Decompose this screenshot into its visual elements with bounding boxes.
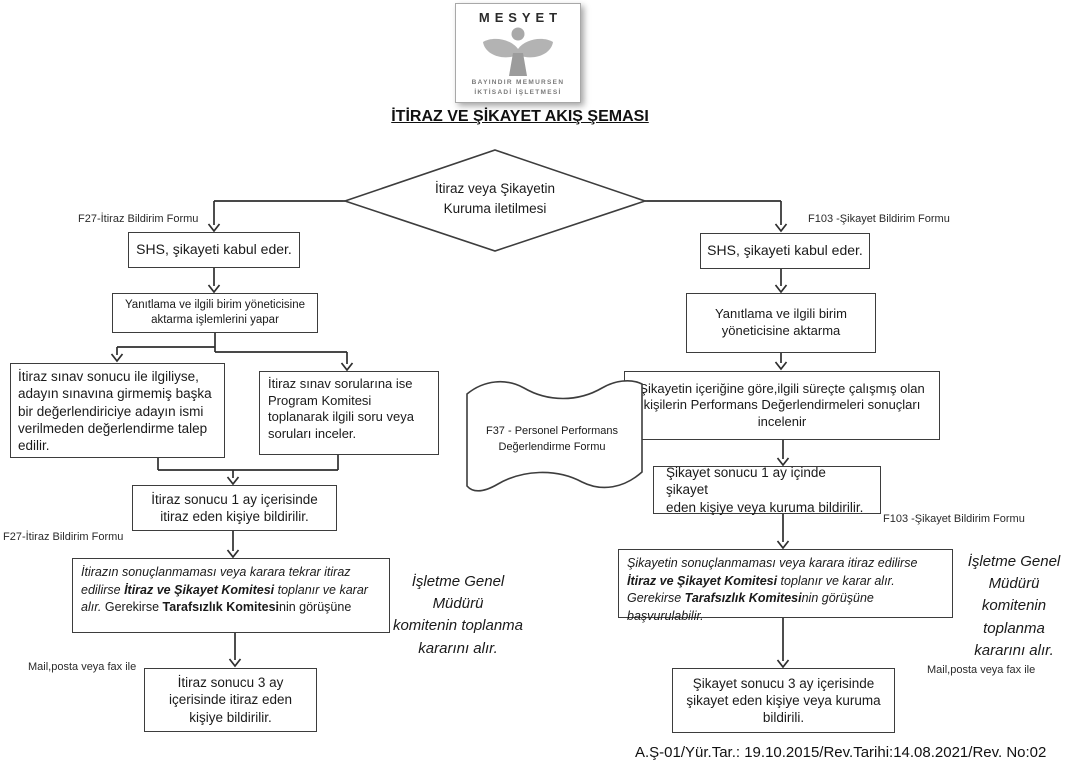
sikayet-accept-box: SHS, şikayeti kabul eder. — [700, 233, 870, 269]
text-line: Müdürü — [988, 575, 1040, 593]
text-line: F37 - Personel Performans — [485, 425, 619, 437]
text-line: incelenir — [757, 413, 807, 429]
text-line: aktarma işlemlerini yapar — [151, 314, 279, 326]
text-line: toplanarak ilgili soru veya — [268, 409, 414, 425]
text-line: BAYINDIR MEMURSEN — [471, 79, 565, 86]
text-line: Şikayetin içeriğine göre,ilgili süreçte … — [639, 380, 925, 396]
text-line: toplanma — [983, 619, 1045, 637]
arrowhead-icons — [110, 223, 790, 669]
text-line: İtiraz sınav sonucu ile ilgiliyse, — [18, 369, 199, 384]
mail-label-right: Mail,posta veya fax ile — [927, 664, 1036, 676]
text-line: kararını alır. — [974, 641, 1054, 659]
text-line: Kuruma iletilmesi — [443, 201, 547, 217]
text-line: şikayet eden kişiye veya kuruma — [686, 692, 881, 708]
text-part: toplanır ve karar alır. Gerekirse — [627, 573, 895, 606]
text-line: içerisinde itiraz eden — [168, 692, 293, 708]
logo-brand-text: MESYET — [478, 10, 563, 25]
text-line: bir değerlendiriciye adayın ismi — [18, 403, 204, 419]
text-line: İtiraz veya Şikayetin — [434, 181, 556, 196]
itiraz-exam-questions-box: İtiraz sınav sorularına ise Program Komi… — [259, 371, 439, 455]
text-line: İtiraz sonucu 3 ay — [177, 675, 284, 691]
text-part: Tarafsızlık Komitesi — [684, 591, 802, 605]
document-flag-shape — [466, 379, 643, 492]
text-line: İtiraz sınav sorularına ise — [268, 376, 413, 391]
text-line: Yanıtlama ve ilgili birim yöneticisine — [124, 299, 306, 312]
itiraz-accept-box: SHS, şikayeti kabul eder. — [128, 232, 300, 268]
text-line: itiraz eden kişiye bildirilir. — [160, 509, 309, 524]
mesyet-logo: MESYET BAYINDIR MEMURSEN İKTİSADİ İŞLETM… — [455, 3, 581, 103]
text-part: nin görüşüne — [279, 600, 352, 614]
logo-subtitle: BAYINDIR MEMURSEN İKTİSADİ İŞLETMESİ — [472, 78, 565, 99]
text-line: İşletme Genel — [411, 573, 505, 590]
text-part: İtirazın sonuçlanmaması veya karara tekr… — [81, 565, 351, 597]
text-line: Yanıtlama ve ilgili birim — [715, 306, 847, 322]
text-part: Gerekirse — [104, 600, 163, 614]
itiraz-committee-box: İtirazın sonuçlanmaması veya karara tekr… — [72, 558, 390, 633]
box-text: SHS, şikayeti kabul eder. — [707, 242, 863, 259]
sikayet-1month-box: Şikayet sonucu 1 ay içinde şikayet eden … — [653, 465, 881, 515]
sikayet-review-box: Şikayetin içeriğine göre,ilgili süreçte … — [624, 371, 940, 440]
text-line: İKTİSADİ İŞLETMESİ — [474, 89, 562, 97]
itiraz-1month-box: İtiraz sonucu 1 ay içerisinde itiraz ede… — [132, 485, 337, 531]
text-line: yöneticisine aktarma — [721, 323, 841, 338]
text-part: Şikayetin sonuçlanmaması veya karara iti… — [627, 556, 918, 570]
logo-person-icon — [483, 27, 553, 76]
text-line: kişilerin Performans Değerlendirmeleri s… — [643, 397, 921, 413]
text-line: bildirili. — [762, 710, 805, 726]
document-flag-text: F37 - Personel Performans Değerlendirme … — [474, 424, 630, 456]
text-line: soruları inceler. — [268, 425, 357, 441]
text-line: Şikayet sonucu 3 ay içerisinde — [692, 675, 875, 691]
text-line: komitenin toplanma — [392, 617, 524, 635]
text-part: nin görüşüne başvurulabilir. — [627, 591, 874, 623]
text-line: İşletme Genel — [967, 553, 1061, 570]
itiraz-route-box: Yanıtlama ve ilgili birim yöneticisine a… — [112, 293, 318, 333]
form-label-f103-top: F103 -Şikayet Bildirim Formu — [808, 213, 950, 225]
text-line: Şikayet sonucu 1 ay içinde şikayet — [666, 465, 826, 498]
form-label-f27-top: F27-İtiraz Bildirim Formu — [78, 213, 199, 225]
itiraz-exam-result-box: İtiraz sınav sonucu ile ilgiliyse, adayı… — [10, 363, 225, 458]
text-line: Değerlendirme Formu — [498, 440, 606, 453]
text-part: Tarafsızlık Komitesi — [162, 600, 279, 614]
text-line: adayın sınavına girmemiş başka — [18, 386, 212, 402]
itiraz-manager-note: İşletme Genel Müdürü komitenin toplanma … — [388, 571, 528, 660]
text-line: edilir. — [18, 438, 50, 454]
form-label-f27-mid: F27-İtiraz Bildirim Formu — [3, 531, 124, 543]
sikayet-manager-note: İşletme Genel Müdürü komitenin toplanma … — [956, 551, 1072, 662]
text-line: verilmeden değerlendirme talep — [18, 420, 208, 436]
text-line: Müdürü — [432, 595, 484, 613]
page-title: İTİRAZ VE ŞİKAYET AKIŞ ŞEMASI — [391, 108, 649, 125]
text-line: komitenin — [981, 597, 1047, 615]
decision-text: İtiraz veya Şikayetin Kuruma iletilmesi — [397, 179, 593, 220]
itiraz-3month-box: İtiraz sonucu 3 ay içerisinde itiraz ede… — [144, 668, 317, 732]
box-text: SHS, şikayeti kabul eder. — [136, 241, 292, 258]
text-line: kararını alır. — [418, 639, 498, 657]
text-part: toplanır ve karar alır. — [81, 582, 368, 615]
text-line: kişiye bildirilir. — [189, 709, 272, 725]
mail-label-left: Mail,posta veya fax ile — [28, 661, 137, 673]
revision-footer: A.Ş-01/Yür.Tar.: 19.10.2015/Rev.Tarihi:1… — [635, 744, 1047, 761]
sikayet-route-box: Yanıtlama ve ilgili birim yöneticisine a… — [686, 293, 876, 353]
sikayet-3month-box: Şikayet sonucu 3 ay içerisinde şikayet e… — [672, 668, 895, 733]
text-part: İtiraz ve Şikayet Komitesi — [627, 573, 778, 588]
connector-lines — [116, 200, 784, 661]
text-line: eden kişiye veya kuruma bildirilir. — [666, 499, 864, 515]
form-label-f103-mid: F103 -Şikayet Bildirim Formu — [883, 513, 1025, 525]
decision-diamond-shape — [342, 149, 648, 252]
sikayet-committee-box: Şikayetin sonuçlanmaması veya karara iti… — [618, 549, 953, 623]
text-line: Program Komitesi — [268, 392, 372, 408]
text-line: İtiraz sonucu 1 ay içerisinde — [151, 491, 318, 507]
text-part: İtiraz ve Şikayet Komitesi — [124, 582, 275, 597]
